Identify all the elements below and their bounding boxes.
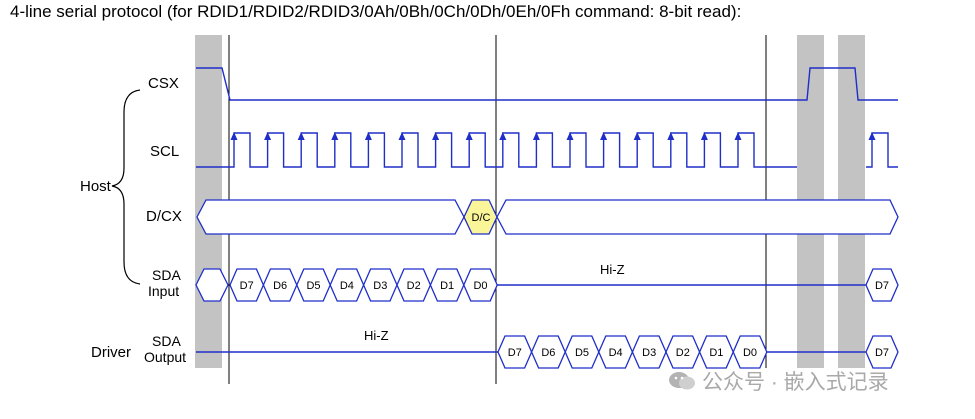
scl-rising-edge-arrow: [398, 132, 406, 140]
scl-rising-edge-arrow: [499, 132, 507, 140]
sda-out-bit-cell: [732, 335, 768, 369]
sda-out-bit-label: D7: [508, 347, 522, 359]
sda-out-bit-label: D0: [743, 347, 757, 359]
sda-in-hiz-text: Hi-Z: [600, 262, 625, 277]
sda-in-bit-label: D1: [440, 280, 454, 292]
sda-in-bit-cell: [463, 268, 498, 302]
dcx-bus: D/C: [196, 199, 899, 235]
sda-out-bit-label: D5: [575, 347, 589, 359]
scl-rising-edge-arrow: [230, 132, 238, 140]
scl-label: SCL: [150, 143, 179, 160]
sda-out-bit-label: D1: [709, 347, 723, 359]
sda-in-bit-label: D5: [306, 280, 320, 292]
scl-rising-edge-arrow: [465, 132, 473, 140]
sda-out-hiz-text: Hi-Z: [364, 328, 389, 343]
csx-wave: [196, 67, 898, 101]
scl-clock: [196, 132, 898, 168]
sda-in-pre: [195, 268, 229, 302]
csx-label: CSX: [148, 75, 179, 92]
dcx-dc-text: D/C: [472, 212, 491, 224]
scl-rising-edge-arrow: [868, 132, 876, 140]
scl-rising-edge-arrow: [734, 132, 742, 140]
sda-in-bit-label: D7: [240, 280, 254, 292]
sda-in-bit-label: D6: [273, 280, 287, 292]
sda-output-label-1: SDA: [152, 333, 181, 349]
scl-rising-edge-arrow: [264, 132, 272, 140]
sda-input-label-2: Input: [148, 283, 179, 299]
sda-output-bus: Hi-Z D7 D7 D6 D5 D4 D3 D2 D1 D0: [196, 328, 899, 369]
scl-rising-edge-arrow: [331, 132, 339, 140]
dcx-segment-1: [196, 199, 465, 235]
sda-input-bus: Hi-Z D7 D7 D6 D5 D4 D3 D2 D1 D0: [195, 262, 899, 302]
dcx-label: D/CX: [146, 208, 182, 225]
sda-out-bit-label: D4: [609, 347, 623, 359]
diagram-title: 4-line serial protocol (for RDID1/RDID2/…: [10, 2, 742, 21]
sda-in-bit-label: D2: [407, 280, 421, 292]
scl-rising-edge-arrow: [566, 132, 574, 140]
scl-rising-edge-arrow: [364, 132, 372, 140]
sda-out-bit-label: D6: [541, 347, 555, 359]
watermark: 公众号 · 嵌入式记录: [668, 366, 889, 396]
scl-rising-edge-arrow: [667, 132, 675, 140]
driver-label: Driver: [91, 344, 131, 361]
sda-out-bit-label: D2: [676, 347, 690, 359]
sda-in-bit-label: D0: [473, 280, 487, 292]
scl-wave: [196, 132, 898, 168]
host-label: Host: [80, 178, 112, 195]
sda-input-label-1: SDA: [152, 267, 181, 283]
scl-rising-edge-arrow: [700, 132, 708, 140]
watermark-text: 公众号 · 嵌入式记录: [702, 371, 889, 394]
sda-in-trailing: [865, 268, 899, 302]
scl-rising-edge-arrow: [600, 132, 608, 140]
wechat-icon: [669, 372, 695, 390]
sda-in-trailing-text: D7: [875, 280, 889, 292]
scl-rising-edge-arrow: [633, 132, 641, 140]
sda-in-bit-label: D4: [340, 280, 354, 292]
scl-rising-edge-arrow: [532, 132, 540, 140]
scl-rising-edge-arrow: [297, 132, 305, 140]
sda-output-label-2: Output: [144, 349, 186, 365]
sda-in-bit-label: D3: [373, 280, 387, 292]
dcx-segment-2: [496, 199, 899, 235]
sda-out-trailing: [865, 335, 899, 369]
scl-rising-edge-arrow: [432, 132, 440, 140]
sda-out-bit-label: D3: [642, 347, 656, 359]
sda-out-trailing-text: D7: [875, 347, 889, 359]
host-brace: [111, 89, 141, 285]
